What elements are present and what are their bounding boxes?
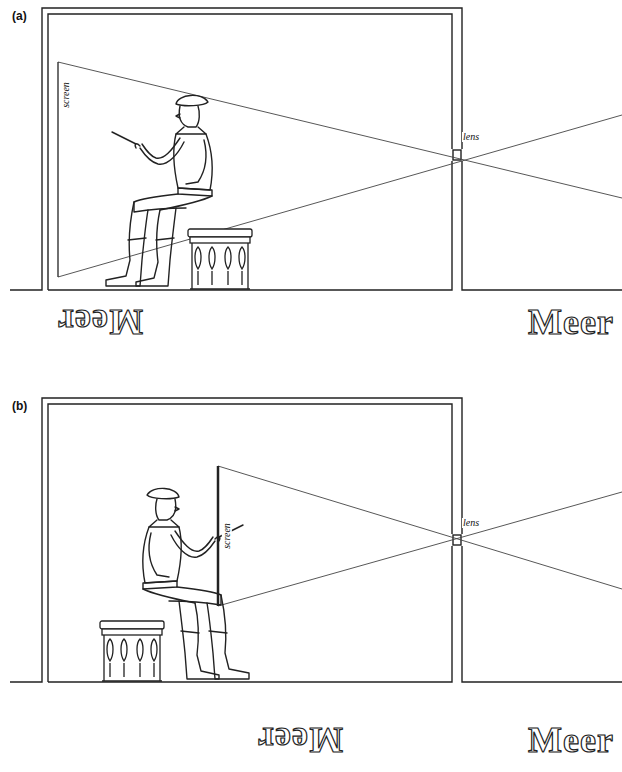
- inverted-signature: Meer: [257, 722, 343, 758]
- panel-label: (a): [12, 10, 27, 22]
- inverted-signature: Meer: [57, 304, 143, 340]
- screen-label: screen: [222, 522, 232, 550]
- panel-label: (b): [12, 400, 27, 412]
- signature: Meer: [528, 304, 614, 340]
- signature: Meer: [528, 722, 614, 758]
- lens-label: lens: [462, 518, 480, 528]
- lens-label: lens: [462, 132, 480, 142]
- screen-label: screen: [61, 81, 71, 109]
